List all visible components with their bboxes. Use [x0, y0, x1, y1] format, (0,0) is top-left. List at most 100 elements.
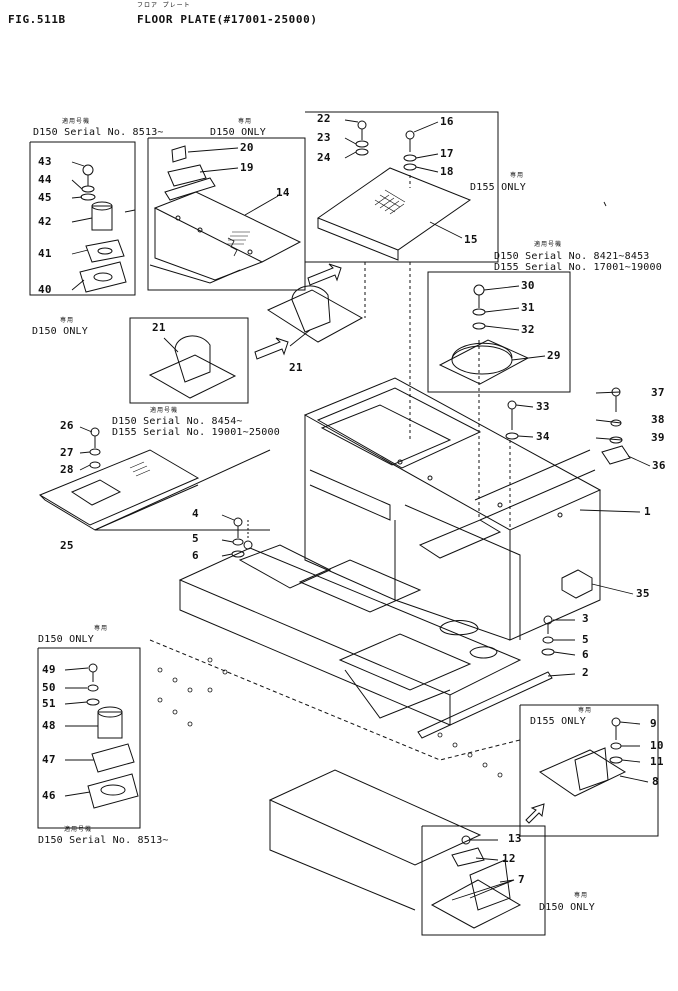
part-number-8: 8 [652, 775, 659, 788]
part-number-36: 36 [652, 459, 666, 472]
part-number-39: 39 [651, 431, 665, 444]
part-number-37: 37 [651, 386, 665, 399]
part-number-19: 19 [240, 161, 254, 174]
part-number-6: 6 [192, 549, 199, 562]
note-applicable-serial: 適用号機 [150, 407, 179, 414]
bracket-21 [148, 262, 366, 399]
note-exclusive: 専用 [578, 707, 593, 714]
note-d150-only: D150 ONLY [38, 634, 94, 645]
part-number-18: 18 [440, 165, 454, 178]
callout-box-right-29 [427, 271, 571, 393]
mount-parts-40-45 [79, 164, 136, 293]
note-d150-only: D150 ONLY [539, 902, 595, 913]
note-applicable-serial: 適用号機 [534, 241, 563, 248]
part-number-30: 30 [521, 279, 535, 292]
callout-box-lower-right [519, 704, 659, 837]
part-number-14: 14 [276, 186, 290, 199]
callout-box-top-left [29, 141, 136, 296]
part-number-35: 35 [636, 587, 650, 600]
part-number-47: 47 [42, 753, 56, 766]
part-number-40: 40 [38, 283, 52, 296]
note-exclusive: 専用 [574, 892, 589, 899]
bracket-8 [525, 717, 627, 824]
note-exclusive: 専用 [60, 317, 75, 324]
bracket-7 [430, 835, 522, 929]
callout-box-lower-left [37, 647, 141, 829]
part-number-4: 4 [192, 507, 199, 520]
page-title: FLOOR PLATE(#17001-25000) [137, 13, 318, 26]
part-number-33: 33 [536, 400, 550, 413]
part-number-49: 49 [42, 663, 56, 676]
figure-number: FIG.511B [8, 13, 66, 26]
part-number-41: 41 [38, 247, 52, 260]
note-applicable-serial: 適用号機 [62, 118, 91, 125]
part-number-26: 26 [60, 419, 74, 432]
callout-box-top-right [305, 111, 499, 263]
floor-plate-25 [38, 427, 271, 531]
floor-plate-14 [149, 145, 302, 284]
part-number-29: 29 [547, 349, 561, 362]
part-number-46: 46 [42, 789, 56, 802]
part-number-24: 24 [317, 151, 331, 164]
note-d150-serial-8513: D150 Serial No. 8513~ [38, 835, 169, 846]
japanese-title: フロア プレート [137, 2, 191, 9]
leader-lines [64, 119, 651, 901]
part-number-7: 7 [518, 873, 525, 886]
callout-box-top-center [147, 137, 306, 291]
part-number-5: 5 [192, 532, 199, 545]
callout-box-bottom [421, 825, 546, 936]
note-d150-serial-8513: D150 Serial No. 8513~ [33, 127, 164, 138]
part-number-11: 11 [650, 755, 664, 768]
mount-29 [438, 284, 530, 385]
part-number-13: 13 [508, 832, 522, 845]
part-number-48: 48 [42, 719, 56, 732]
part-number-38: 38 [651, 413, 665, 426]
note-d155-only: D155 ONLY [470, 182, 526, 193]
note-d150-serial-8454: D150 Serial No. 8454~ [112, 416, 243, 427]
floor-plate-15 [316, 120, 472, 261]
part-number-51: 51 [42, 697, 56, 710]
part-number-15: 15 [464, 233, 478, 246]
part-number-28: 28 [60, 463, 74, 476]
callout-box-21 [129, 317, 249, 404]
part-number-23: 23 [317, 131, 331, 144]
part-number-45: 45 [38, 191, 52, 204]
part-number-5: 5 [582, 633, 589, 646]
part-number-50: 50 [42, 681, 56, 694]
part-number-34: 34 [536, 430, 550, 443]
note-applicable-serial: 適用号機 [64, 826, 93, 833]
part-number-1: 1 [644, 505, 651, 518]
part-number-27: 27 [60, 446, 74, 459]
main-frame-1 [303, 262, 641, 641]
part-number-3: 3 [582, 612, 589, 625]
note-d150-serial-8421-8453: D150 Serial No. 8421~8453 [494, 251, 650, 262]
part-number-2: 2 [582, 666, 589, 679]
part-number-17: 17 [440, 147, 454, 160]
part-number-31: 31 [521, 301, 535, 314]
part-number-16: 16 [440, 115, 454, 128]
part-number-12: 12 [502, 852, 516, 865]
note-d150-only: D150 ONLY [32, 326, 88, 337]
part-number-32: 32 [521, 323, 535, 336]
lower-frame [149, 517, 555, 911]
note-exclusive: 専用 [94, 625, 109, 632]
part-number-43: 43 [38, 155, 52, 168]
note-exclusive: 専用 [238, 118, 253, 125]
note-d150-only: D150 ONLY [210, 127, 266, 138]
part-number-22: 22 [317, 112, 331, 125]
mount-parts-46-51 [86, 663, 139, 809]
part-number-10: 10 [650, 739, 664, 752]
part-number-42: 42 [38, 215, 52, 228]
note-d155-only: D155 ONLY [530, 716, 586, 727]
note-d155-serial-17001-19000: D155 Serial No. 17001~19000 [494, 262, 662, 273]
part-number-9: 9 [650, 717, 657, 730]
part-number-21: 21 [289, 361, 303, 374]
right-mount-parts [505, 387, 631, 599]
part-number-6: 6 [582, 648, 589, 661]
part-number-20: 20 [240, 141, 254, 154]
part-number-21: 21 [152, 321, 166, 334]
part-number-25: 25 [60, 539, 74, 552]
note-exclusive: 専用 [510, 172, 525, 179]
